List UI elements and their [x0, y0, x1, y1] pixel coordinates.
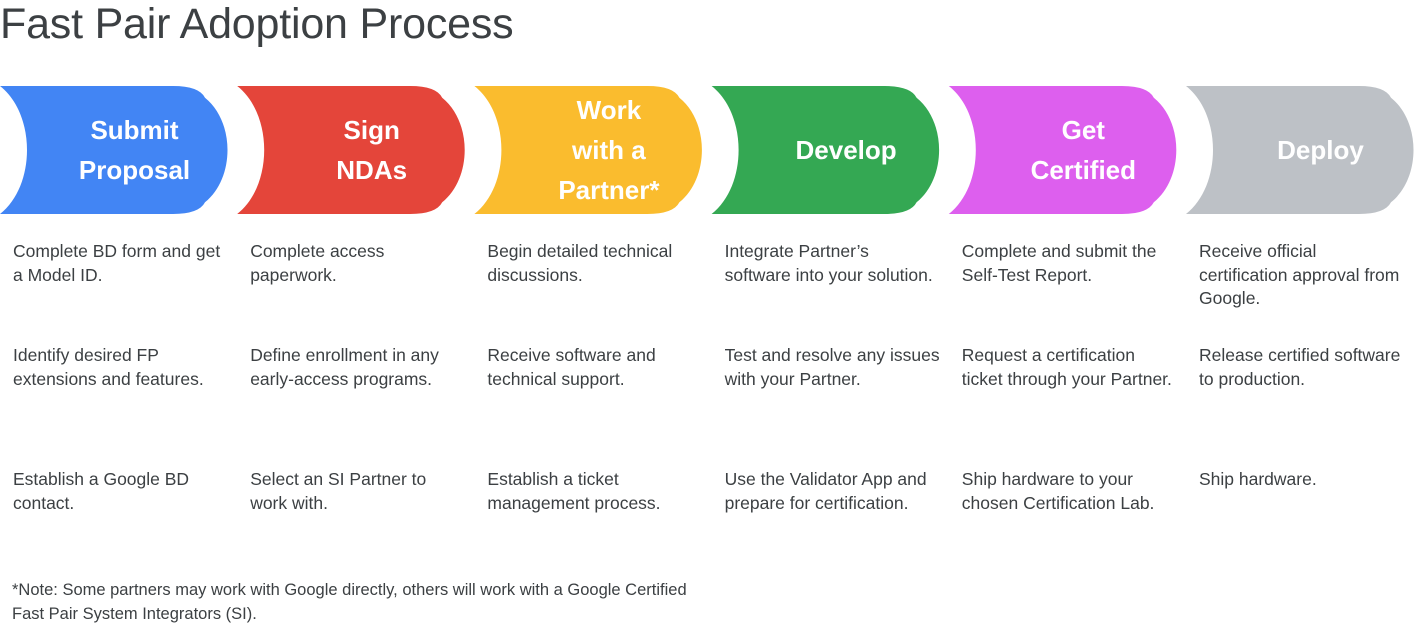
note-item: Ship hardware.	[1199, 469, 1317, 489]
chevron-shape	[948, 86, 1177, 214]
note-item: Request a certification ticket through y…	[961, 345, 1172, 389]
note-item: Test and resolve any issues with your Pa…	[724, 345, 940, 389]
note-item: Ship hardware to your chosen Certificati…	[961, 469, 1155, 513]
chevron-shapes-svg	[0, 86, 1414, 214]
page-title: Fast Pair Adoption Process	[0, 0, 514, 48]
note-item: Establish a Google BD contact.	[13, 469, 190, 513]
note-item: Complete access paperwork.	[250, 241, 385, 285]
chevron-shape	[711, 86, 940, 214]
note-item: Use the Validator App and prepare for ce…	[724, 469, 927, 513]
note-item: Integrate Partner’s software into your s…	[724, 241, 933, 285]
note-item: Establish a ticket management process.	[487, 469, 661, 513]
process-chevron-banner: Submit Proposal Sign NDAs Work with a Pa…	[0, 86, 1423, 214]
note-item: Select an SI Partner to work with.	[250, 469, 427, 513]
note-item: Receive official certification approval …	[1199, 241, 1400, 308]
note-item: Release certified software to production…	[1199, 345, 1401, 389]
note-item: Receive software and technical support.	[487, 345, 656, 389]
chevron-shape	[1186, 86, 1414, 214]
note-item: Identify desired FP extensions and featu…	[13, 345, 204, 389]
note-item: Complete BD form and get a Model ID.	[13, 241, 221, 285]
notes-grid: Complete BD form and get a Model ID. Ide…	[0, 236, 1423, 566]
note-item: Define enrollment in any early-access pr…	[250, 345, 439, 389]
chevron-shape	[0, 86, 228, 214]
note-item: Begin detailed technical discussions.	[487, 241, 673, 285]
chevron-shape	[474, 86, 702, 214]
note-item: Complete and submit the Self-Test Report…	[961, 241, 1157, 285]
footnote-text: *Note: Some partners may work with Googl…	[12, 581, 687, 623]
chevron-shape	[237, 86, 465, 214]
